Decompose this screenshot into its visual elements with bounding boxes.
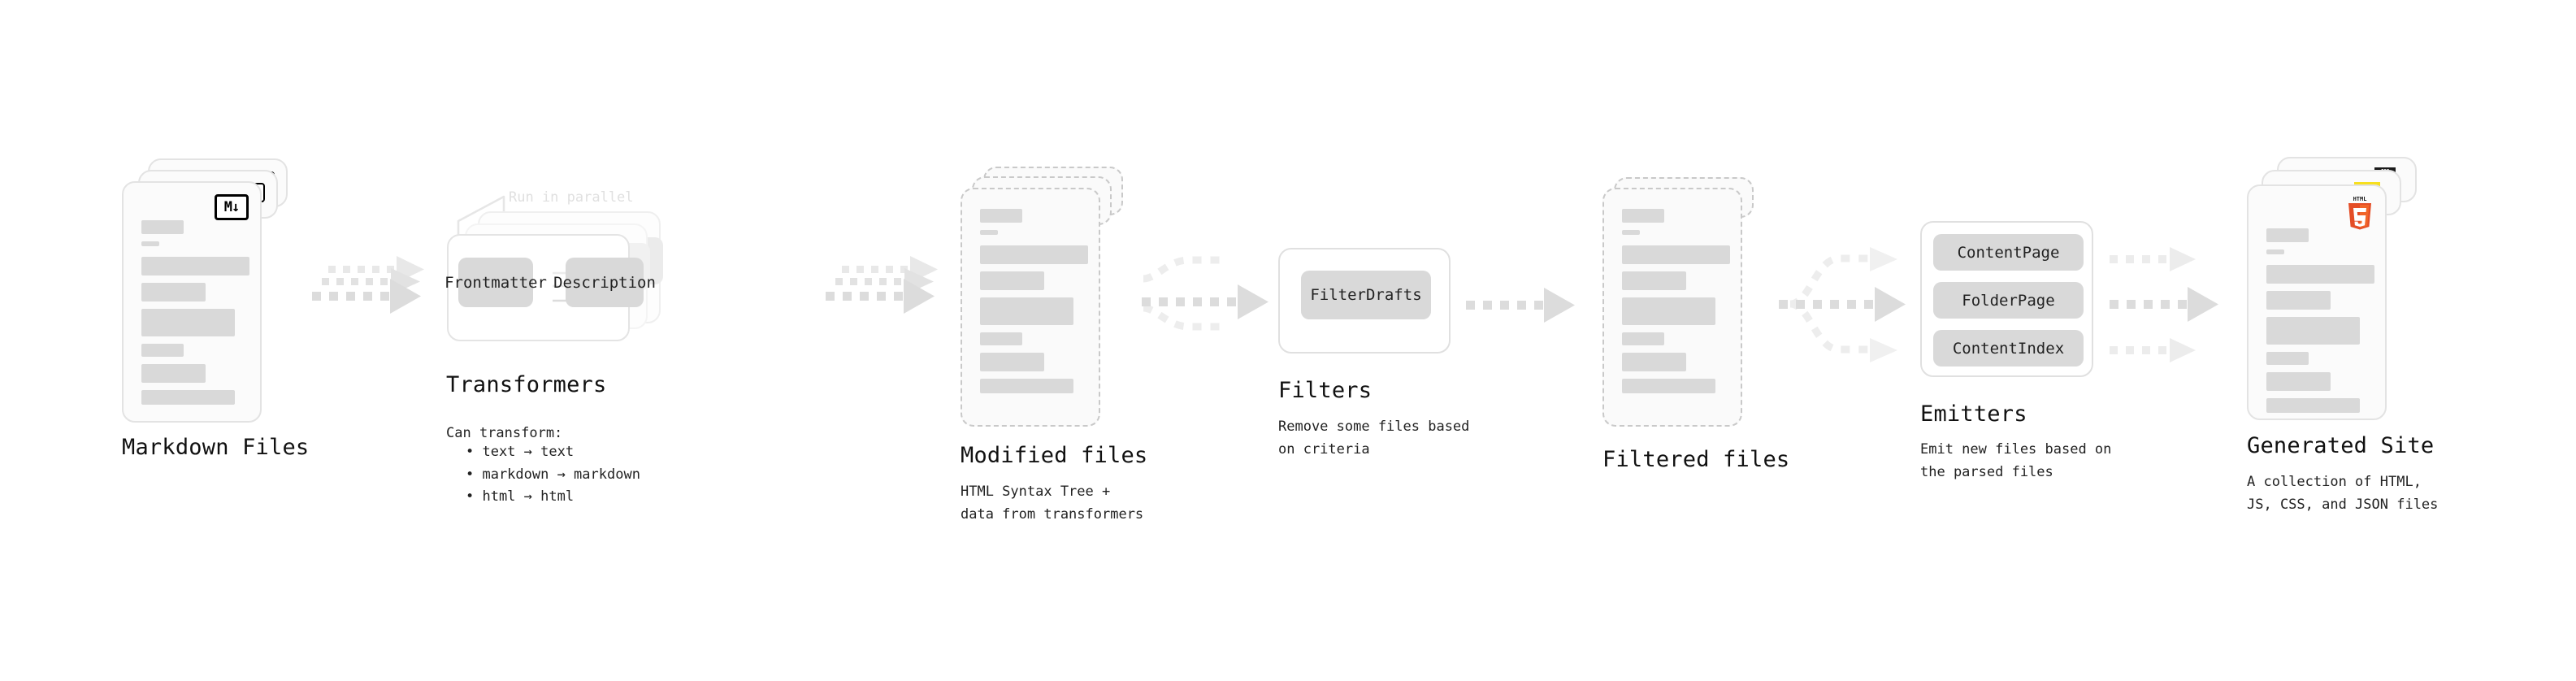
transformers-bullet-list: • text → text • markdown → markdown • ht… <box>466 441 640 509</box>
modified-file-stack <box>961 167 1135 427</box>
stage-title-filters: Filters <box>1278 378 1373 403</box>
placeholder-line <box>980 379 1073 393</box>
placeholder-line <box>1622 271 1686 290</box>
placeholder-line <box>141 390 235 405</box>
run-in-parallel-label: Run in parallel <box>509 189 634 206</box>
arrow-filters-to-filtered <box>1463 284 1593 333</box>
filters-box: FilterDrafts <box>1278 248 1451 354</box>
placeholder-line <box>2266 249 2284 254</box>
placeholder-line <box>141 220 184 234</box>
placeholder-line <box>141 283 206 301</box>
markdown-file-stack: M↓ M↓ M↓ <box>122 158 297 423</box>
generated-site-subtitle: A collection of HTML, JS, CSS, and JSON … <box>2247 474 2439 513</box>
stage-title-generated-site: Generated Site <box>2247 433 2435 458</box>
arrow-modified-to-filters <box>1132 244 1278 358</box>
html5-wordmark: HTML <box>2353 196 2367 202</box>
placeholder-line <box>980 297 1073 325</box>
placeholder-line <box>980 245 1088 264</box>
arrow-markdown-to-transformers <box>307 256 437 337</box>
site-card-html: HTML <box>2247 184 2387 420</box>
transformer-pill-frontmatter[interactable]: Frontmatter <box>445 258 547 307</box>
placeholder-line <box>2266 291 2331 310</box>
stage-title-transformers: Transformers <box>446 372 607 397</box>
placeholder-line <box>2266 317 2360 345</box>
placeholder-line <box>141 241 159 246</box>
html5-icon: HTML <box>2346 194 2374 230</box>
generated-site-stack: CSS HTML <box>2247 157 2434 425</box>
placeholder-line <box>141 257 249 275</box>
modified-files-subtitle: HTML Syntax Tree + data from transformer… <box>961 484 1144 523</box>
arrow-emitters-to-site <box>2106 237 2253 375</box>
modified-card-front <box>961 188 1100 427</box>
placeholder-line <box>2266 228 2309 242</box>
emitter-pill-contentindex[interactable]: ContentIndex <box>1933 330 2084 367</box>
placeholder-line <box>980 332 1022 345</box>
transformer-pill-description[interactable]: Description <box>553 258 656 307</box>
stage-title-markdown-files: Markdown Files <box>122 435 310 460</box>
placeholder-line <box>2266 372 2331 391</box>
emitter-pill-contentpage[interactable]: ContentPage <box>1933 234 2084 271</box>
filtered-placeholder-lines <box>1622 209 1730 393</box>
markdown-icon: M↓ <box>215 194 249 220</box>
arrow-transformers-to-modified <box>821 256 951 337</box>
placeholder-line <box>2266 265 2374 284</box>
placeholder-line <box>980 271 1044 290</box>
site-placeholder-lines <box>2266 228 2374 413</box>
stage-title-modified-files: Modified files <box>961 443 1148 468</box>
stage-modified-files: Modified files HTML Syntax Tree + data f… <box>961 167 1147 523</box>
stage-title-filtered-files: Filtered files <box>1602 447 1790 472</box>
bullet-item: • markdown → markdown <box>466 466 640 483</box>
placeholder-line <box>980 209 1022 223</box>
transformers-subtitle-heading: Can transform: <box>446 425 563 441</box>
placeholder-line <box>1622 245 1730 264</box>
placeholder-line <box>980 353 1044 371</box>
placeholder-line <box>980 230 998 235</box>
filtered-file-stack <box>1602 177 1777 427</box>
placeholder-line <box>1622 297 1715 325</box>
placeholder-line <box>1622 379 1715 393</box>
filter-pill-filterdrafts[interactable]: FilterDrafts <box>1301 271 1431 319</box>
placeholder-line <box>1622 332 1664 345</box>
placeholder-line <box>141 364 206 383</box>
bullet-item: • text → text <box>466 444 575 460</box>
placeholder-line <box>141 309 235 336</box>
emitters-subtitle: Emit new files based on the parsed files <box>1920 441 2112 480</box>
markdown-card-front: M↓ <box>122 181 262 423</box>
placeholder-line <box>141 344 184 357</box>
placeholder-line <box>2266 352 2309 365</box>
emitters-box: ContentPage FolderPage ContentIndex <box>1920 221 2093 377</box>
stage-filtered-files: Filtered files <box>1602 177 1789 472</box>
arrow-filtered-to-emitters <box>1774 237 1920 375</box>
stage-markdown-files: M↓ M↓ M↓ Markdown Files <box>122 158 309 460</box>
stage-generated-site: CSS HTML <box>2247 157 2438 513</box>
placeholder-line <box>1622 209 1664 223</box>
bullet-item: • html → html <box>466 488 575 505</box>
filtered-card-front <box>1602 188 1742 427</box>
emitter-pill-folderpage[interactable]: FolderPage <box>1933 282 2084 319</box>
stage-title-emitters: Emitters <box>1920 401 2027 427</box>
placeholder-line <box>1622 230 1640 235</box>
filters-subtitle: Remove some files based on criteria <box>1278 419 1470 458</box>
markdown-placeholder-lines <box>141 220 249 405</box>
placeholder-line <box>2266 398 2360 413</box>
placeholder-line <box>1622 353 1686 371</box>
modified-placeholder-lines <box>980 209 1088 393</box>
